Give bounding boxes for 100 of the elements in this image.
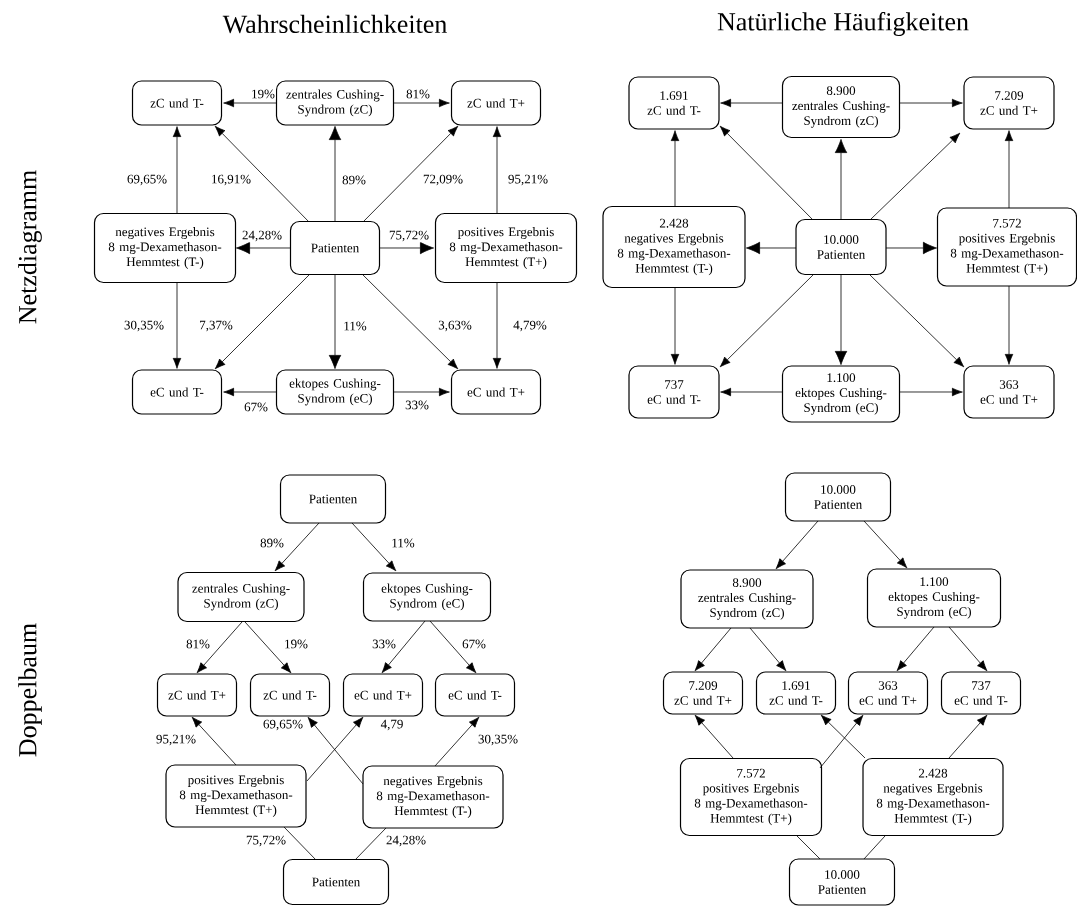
edge-label: 30,35%: [476, 733, 520, 747]
rounded-box: eC und T+: [450, 369, 542, 415]
arrow: [214, 274, 310, 370]
arrow: [172, 126, 182, 215]
arrow: [196, 621, 243, 674]
rounded-box: 7.209 zC und T+: [662, 671, 744, 715]
rounded-box: Patienten: [282, 858, 390, 906]
arrow: [223, 98, 278, 108]
arrow: [492, 126, 502, 215]
rounded-box: 363 eC und T+: [963, 365, 1055, 419]
rounded-box: zC und T+: [156, 673, 238, 717]
arrow: [899, 98, 963, 108]
edge-label: 11%: [342, 320, 368, 332]
rounded-box: 2.428 negatives Ergebnis 8 mg-Dexamethason-Hemmtest (T-): [602, 205, 746, 289]
arrow: [492, 282, 502, 369]
arrow: [274, 522, 320, 572]
arrow: [351, 522, 397, 572]
rounded-box: 8.900 zentrales Cushing-Syndrom (zC): [781, 75, 901, 139]
arrow: [670, 130, 680, 208]
rounded-box: 737 eC und T-: [940, 671, 1022, 715]
edge-label: 7,37%: [198, 319, 234, 333]
rounded-box: zentrales Cushing-Syndrom (zC): [177, 571, 305, 623]
edge-label: 33%: [371, 638, 397, 650]
rounded-box: zC und T+: [450, 80, 542, 126]
rounded-box: Patienten: [289, 220, 381, 276]
arrow: [948, 714, 988, 759]
edge-label: 95,21%: [154, 733, 198, 747]
rounded-box: zentrales Cushing-Syndrom (zC): [275, 80, 395, 126]
rounded-box: 2.428 negatives Ergebnis 8 mg-Dexamethason-Hemmtest (T-): [862, 757, 1004, 837]
edge-label: 67%: [243, 401, 269, 413]
rounded-box: 10.000 Patienten: [788, 858, 896, 906]
arrow: [899, 387, 963, 397]
edge-label: 4,79: [379, 718, 405, 732]
arrow: [820, 714, 866, 759]
rounded-box: eC und T+: [342, 673, 424, 717]
edge-label: 95,21%: [506, 173, 550, 187]
edge-label: 69,65%: [261, 718, 305, 732]
arrow: [434, 716, 480, 767]
edge-label: 89%: [341, 174, 367, 186]
column-heading: Natürliche Häufigkeiten: [717, 12, 969, 36]
row-heading: Netzdiagramm: [18, 170, 42, 324]
column-heading: Wahrscheinlichkeiten: [222, 14, 447, 34]
rounded-box: 363 eC und T+: [847, 671, 929, 715]
arrow: [1004, 285, 1014, 365]
arrow: [896, 626, 935, 672]
rounded-box: 737 eC und T-: [628, 365, 720, 419]
edge-label: 75,72%: [387, 229, 431, 243]
rounded-box: negatives Ergebnis 8 mg-Dexamethason-Hemmtest (T-): [362, 765, 504, 829]
edge-label: 67%: [461, 638, 487, 650]
edge-label: 81%: [405, 88, 431, 100]
rounded-box: positives Ergebnis 8 mg-Dexamethason-Hemmtest (T+): [165, 764, 307, 828]
edge-label: 11%: [390, 537, 416, 549]
arrow: [381, 620, 426, 674]
arrow: [362, 274, 459, 370]
arrow: [885, 241, 937, 255]
rounded-box: 7.572 positives Ergebnis 8 mg-Dexamethason-Hemmtest (T+): [679, 757, 823, 837]
arrow: [172, 282, 182, 369]
edge-label: 69,65%: [125, 173, 169, 187]
rounded-box: Patienten: [279, 474, 387, 524]
rounded-box: zC und T-: [249, 673, 331, 717]
edge-label: 30,35%: [122, 319, 166, 333]
rounded-box: eC und T-: [434, 673, 516, 717]
edge-label: 89%: [259, 537, 285, 549]
arrow: [719, 125, 814, 221]
rounded-box: ektopes Cushing-Syndrom (eC): [362, 572, 492, 622]
arrow: [362, 125, 459, 223]
edge-label: 81%: [185, 638, 211, 650]
rounded-box: eC und T-: [131, 369, 223, 415]
arrow: [819, 714, 864, 769]
rounded-box: ektopes Cushing-Syndrom (eC): [275, 369, 395, 415]
rounded-box: 1.100 ektopes Cushing-Syndrom (eC): [866, 568, 1002, 628]
arrow: [244, 621, 292, 674]
edge-label: 19%: [283, 638, 309, 650]
edge-label: 33%: [404, 399, 430, 411]
arrow: [746, 241, 797, 255]
edge-label: 4,79%: [512, 319, 548, 333]
rounded-box: 1.691 zC und T-: [755, 671, 837, 715]
arrow: [869, 274, 965, 368]
rounded-box: 7.572 positives Ergebnis 8 mg-Dexamethason-Hemmtest (T+): [936, 207, 1077, 287]
edge-label: 24,28%: [240, 229, 284, 243]
rounded-box: 10.000 Patienten: [784, 472, 892, 522]
arrow: [694, 627, 732, 672]
edge-label: 16,91%: [209, 173, 253, 187]
rounded-box: 8.900 zentrales Cushing-Syndrom (zC): [680, 569, 814, 629]
arrow: [328, 274, 342, 369]
arrow: [191, 716, 237, 766]
arrow: [775, 520, 819, 570]
edge-label: 72,09%: [421, 173, 465, 187]
rounded-box: positives Ergebnis 8 mg-Dexamethason-Hemmtest (T+): [434, 212, 578, 284]
rounded-box: 10.000 Patienten: [795, 218, 887, 276]
rounded-box: 1.100 ektopes Cushing-Syndrom (eC): [781, 365, 901, 423]
rounded-box: 1.691 zC und T-: [628, 76, 720, 130]
rounded-box: negatives Ergebnis 8 mg-Dexamethason-Hemmtest (T-): [93, 212, 237, 284]
arrow: [236, 241, 292, 255]
edge-label: 75,72%: [244, 834, 288, 848]
arrow: [1004, 130, 1014, 209]
rounded-box: 7.209 zC und T+: [963, 76, 1055, 130]
arrow: [429, 620, 477, 674]
arrow: [720, 387, 784, 397]
arrow: [719, 274, 814, 368]
